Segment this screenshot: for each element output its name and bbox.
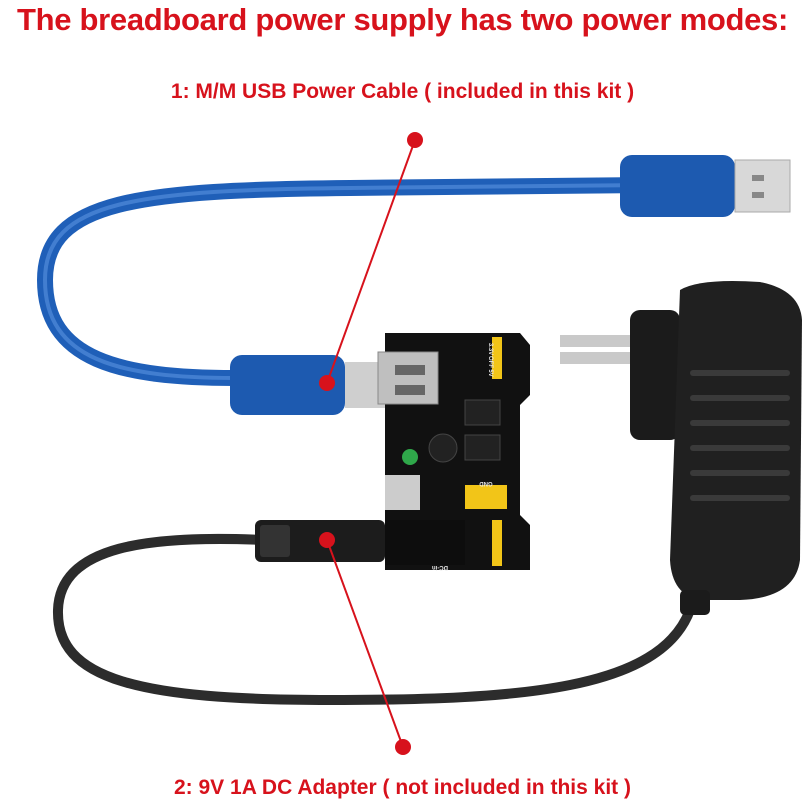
pointer-dot [319,532,335,548]
breadboard-power-module: 3.3V OFF 5V GND DC-in [377,333,530,570]
silkscreen-3v3-label: 3.3V [487,343,493,355]
mode-1-label: 1: M/M USB Power Cable ( included in thi… [170,80,635,103]
silkscreen-gnd-label: GND [479,480,493,486]
page-title: The breadboard power supply has two powe… [16,2,789,37]
usb-cable [36,155,791,415]
silkscreen-dc-in-label: DC-in [432,564,448,570]
pointer-dot [319,375,335,391]
silkscreen-5v-label: 5V [487,369,493,376]
pointer-dc [319,532,411,755]
pointer-dot [407,132,423,148]
mode-2-label: 2: 9V 1A DC Adapter ( not included in th… [174,776,631,799]
dc-adapter-cable [52,520,695,706]
dc-wall-adapter [560,281,802,615]
silkscreen-off-label: OFF [487,356,493,368]
pointer-usb [319,132,423,391]
pointer-dot [395,739,411,755]
